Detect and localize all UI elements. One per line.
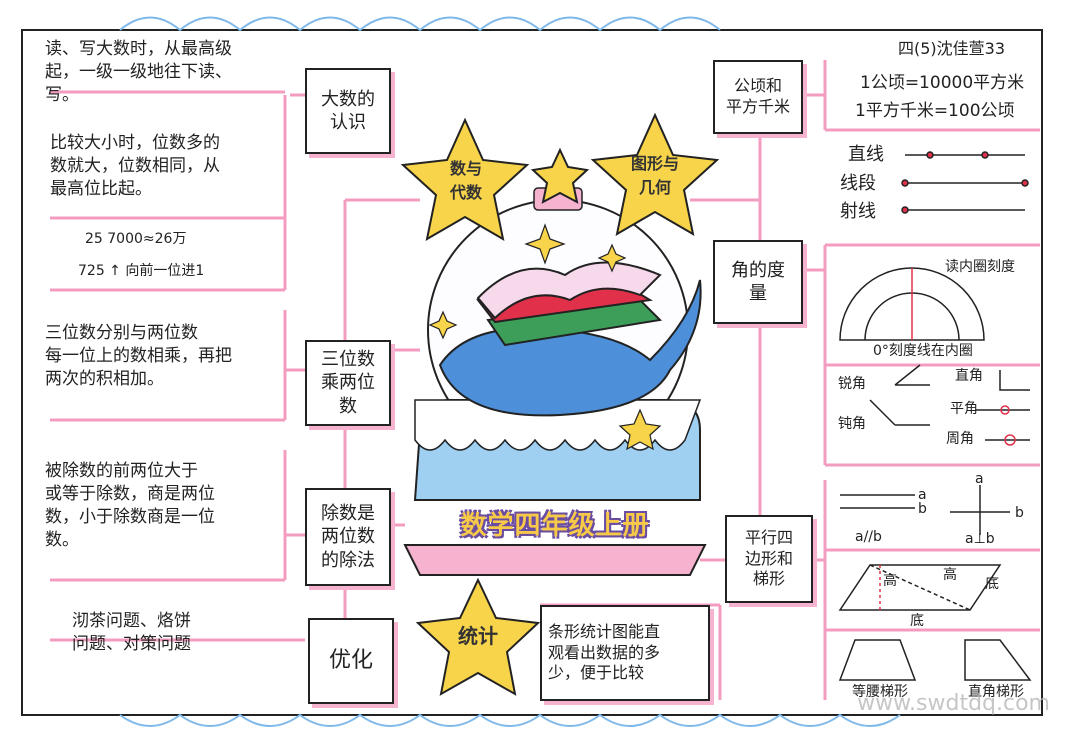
note-division: 被除数的前两位大于 或等于除数，商是两位 数，小于除数商是一位 数。: [45, 461, 215, 550]
label-b-perp: b: [1015, 505, 1024, 521]
note-read-write-large-numbers: 读、写大数时，从最高级 起，一级一级地往下读、 写。: [45, 39, 232, 105]
label-base-1: 底: [985, 576, 999, 592]
label-a-parallel: a: [918, 487, 927, 503]
left-branch-lines: [50, 90, 420, 642]
line-types-drawing: [901, 151, 1029, 214]
topic-large-numbers: 大数的 认识: [305, 68, 391, 154]
label-ray: 射线: [840, 201, 876, 222]
star-right-icon: [590, 112, 720, 236]
topic-division: 除数是 两位数 的除法: [305, 488, 391, 586]
author-tag: 四(5)沈佳萱33: [898, 39, 1006, 58]
label-right-angle: 直角: [955, 368, 983, 384]
note-zero-inner: 0°刻度线在内圈: [873, 343, 973, 359]
note-hectare: 1公顷=10000平方米: [860, 73, 1025, 93]
label-acute: 锐角: [838, 376, 866, 392]
label-b-parallel: b: [918, 501, 927, 517]
label-obtuse: 钝角: [838, 416, 866, 432]
stars-decoration: [400, 112, 720, 696]
label-segment: 线段: [840, 173, 876, 194]
label-height-2: 高: [943, 567, 957, 583]
star-bottom-icon: [415, 577, 541, 696]
label-isosceles-trapezoid: 等腰梯形: [852, 684, 908, 700]
angle-drawings: [869, 364, 1030, 446]
bottom-scallop-border: [119, 713, 901, 727]
topic-parallelogram-trapezoid: 平行四 边形和 梯形: [725, 515, 813, 603]
label-a-perp: a: [975, 471, 984, 487]
note-multiplication: 三位数分别与两位数 每一位上的数相乘，再把 两次的积相加。: [45, 323, 232, 389]
label-base-2: 底: [910, 613, 924, 629]
watermark: www.swdtdq.com: [857, 691, 1050, 716]
poster-title: 数学四年级上册: [460, 510, 650, 541]
topic-multiplication: 三位数 乘两位 数: [305, 340, 391, 426]
star-label-statistics: 统计: [458, 624, 498, 648]
label-straight: 平角: [950, 401, 978, 417]
parallel-perpendicular-drawing: [840, 485, 1010, 535]
topic-angle-measure: 角的度 量: [713, 240, 803, 324]
label-line: 直线: [848, 144, 884, 165]
note-read-inner-scale: 读内圈刻度: [945, 259, 1015, 275]
note-compare-numbers: 比较大小时，位数多的 数就大，位数相同，从 最高位比起。: [50, 133, 220, 199]
protractor-drawing: [839, 267, 985, 341]
star-label-numbers-algebra: 数与 代数: [449, 159, 482, 202]
star-top-icon: [530, 147, 590, 204]
topic-hectare-km2: 公顷和 平方千米: [713, 60, 803, 134]
star-label-geometry: 图形与 几何: [630, 154, 679, 197]
note-optimization: 沏茶问题、烙饼 问题、对策问题: [72, 611, 191, 654]
topic-optimization: 优化: [308, 618, 394, 704]
sparkle-icons: [428, 223, 662, 451]
top-scallop-border: [119, 16, 721, 32]
snow-globe-illustration: [403, 187, 707, 576]
label-parallel: a//b: [855, 529, 882, 545]
star-left-icon: [400, 117, 530, 241]
page-border: [21, 29, 1043, 716]
quadrilateral-drawings: [838, 564, 1032, 681]
label-right-trapezoid: 直角梯形: [968, 684, 1024, 700]
label-full: 周角: [946, 431, 974, 447]
label-height-1: 高: [883, 573, 897, 589]
note-km2: 1平方千米=100公顷: [855, 101, 1015, 121]
books-icon: [476, 261, 663, 347]
note-bar-chart: 条形统计图能直 观看出数据的多 少，便于比较: [540, 605, 710, 701]
label-perpendicular: a⊥b: [965, 531, 995, 547]
note-carry-example: 725 ↑ 向前一位进1: [78, 263, 205, 279]
note-rounding-example: 25 7000≈26万: [85, 231, 187, 247]
